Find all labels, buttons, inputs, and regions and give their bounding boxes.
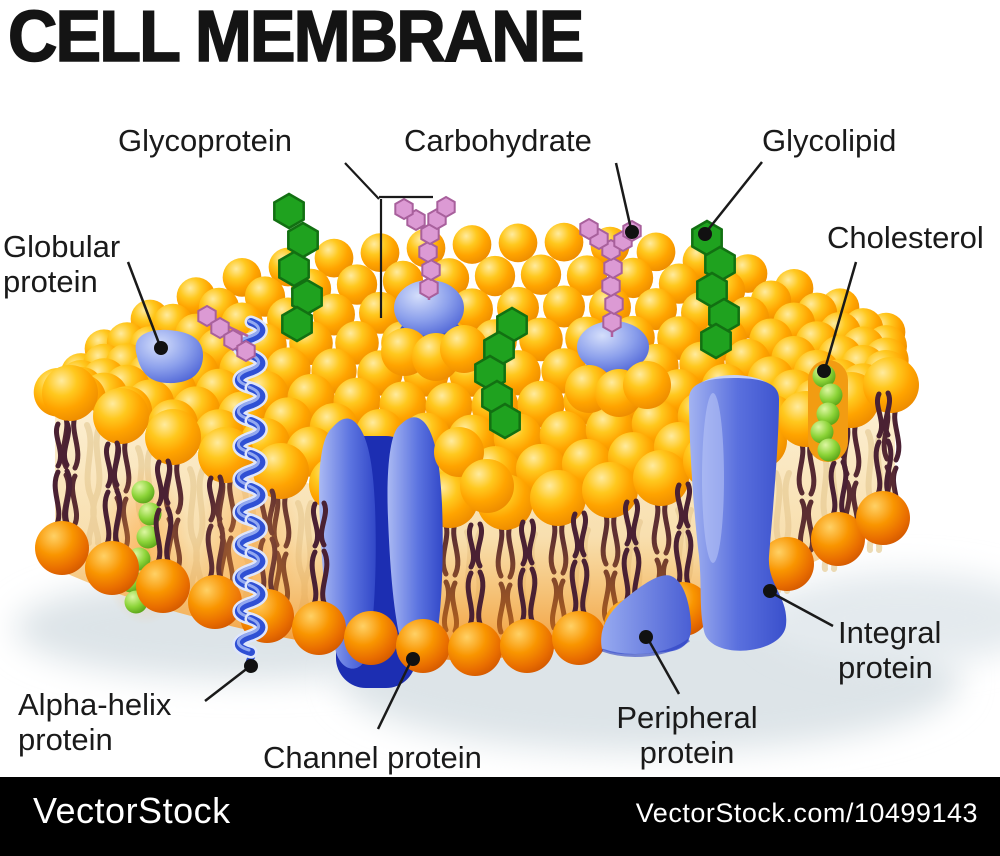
glycoprotein-dome-2: [565, 321, 671, 417]
leader-dots: [154, 225, 831, 673]
cell-membrane-diagram: [15, 161, 1000, 752]
vectorstock-logo: VectorStock: [33, 790, 231, 831]
leader-lines: [126, 161, 858, 730]
integral-protein-shape: [689, 375, 787, 651]
label-peripheral-protein: Peripheral protein: [616, 700, 758, 770]
page-title: CELL MEMBRANE: [7, 0, 585, 78]
label-alpha-helix-protein: Alpha-helix protein: [18, 687, 172, 757]
carbohydrate-chain-1: [394, 196, 456, 300]
carbohydrate-chain-helix: [197, 305, 256, 362]
label-cholesterol: Cholesterol: [827, 220, 984, 255]
label-channel-protein: Channel protein: [263, 740, 482, 775]
peripheral-protein-shape: [601, 575, 692, 657]
cholesterol-right: [808, 360, 848, 462]
glycoprotein-dome-1: [381, 280, 488, 381]
label-carbohydrate: Carbohydrate: [404, 123, 592, 158]
label-glycolipid: Glycolipid: [762, 123, 897, 158]
watermark-bar: VectorStock VectorStock.com/10499143: [0, 777, 1000, 856]
globular-protein-shape: [135, 329, 204, 384]
vectorstock-credit: VectorStock.com/10499143: [635, 798, 978, 828]
label-globular-protein: Globular protein: [3, 229, 121, 299]
label-integral-protein: Integral protein: [838, 615, 942, 685]
label-glycoprotein: Glycoprotein: [118, 123, 293, 158]
